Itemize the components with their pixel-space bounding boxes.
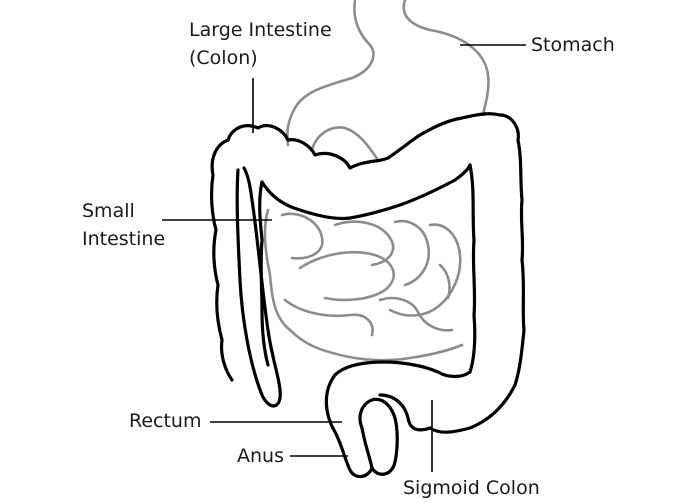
anus-opening (360, 426, 374, 470)
transverse-colon-bottom (260, 163, 472, 221)
stomach-outline-left (285, 0, 375, 147)
appendix (235, 166, 282, 408)
rectum-outline (324, 373, 399, 479)
label-small-intestine-line1: Small (82, 200, 135, 222)
stomach-outline-right (402, 0, 490, 117)
label-anus: Anus (237, 445, 284, 467)
label-stomach: Stomach (531, 34, 615, 56)
small-intestine-outer (263, 208, 464, 362)
ascending-colon-outer (209, 138, 234, 382)
stomach-inner-curve (310, 126, 380, 162)
small-intestine-shape (263, 208, 464, 362)
small-intestine-coil-2 (298, 251, 395, 302)
small-intestine-coil-7 (378, 296, 454, 332)
label-large-intestine-line1: Large Intestine (189, 19, 332, 41)
small-intestine-coil-6 (283, 298, 374, 337)
sigmoid-colon-outer (428, 383, 517, 434)
large-intestine-shape (209, 112, 526, 479)
label-large-intestine: Large Intestine (Colon) (189, 16, 332, 72)
small-intestine-coil-8 (438, 263, 451, 300)
small-intestine-coil-4 (393, 219, 431, 287)
label-small-intestine-line2: Intestine (82, 228, 166, 250)
small-intestine-coil-1 (280, 212, 324, 260)
small-intestine-coil-3 (333, 220, 395, 267)
label-large-intestine-line2: (Colon) (189, 47, 258, 69)
rectum-inner-fold (378, 393, 432, 432)
label-rectum: Rectum (129, 410, 202, 432)
label-small-intestine: Small Intestine (82, 197, 165, 253)
descending-colon-outer (513, 138, 526, 387)
sigmoid-colon-inner (333, 360, 472, 379)
descending-colon-inner (468, 163, 477, 374)
leader-lines (162, 44, 526, 472)
small-intestine-coil-5 (388, 223, 462, 317)
transverse-colon-top (226, 112, 520, 170)
label-sigmoid-colon: Sigmoid Colon (403, 477, 540, 499)
